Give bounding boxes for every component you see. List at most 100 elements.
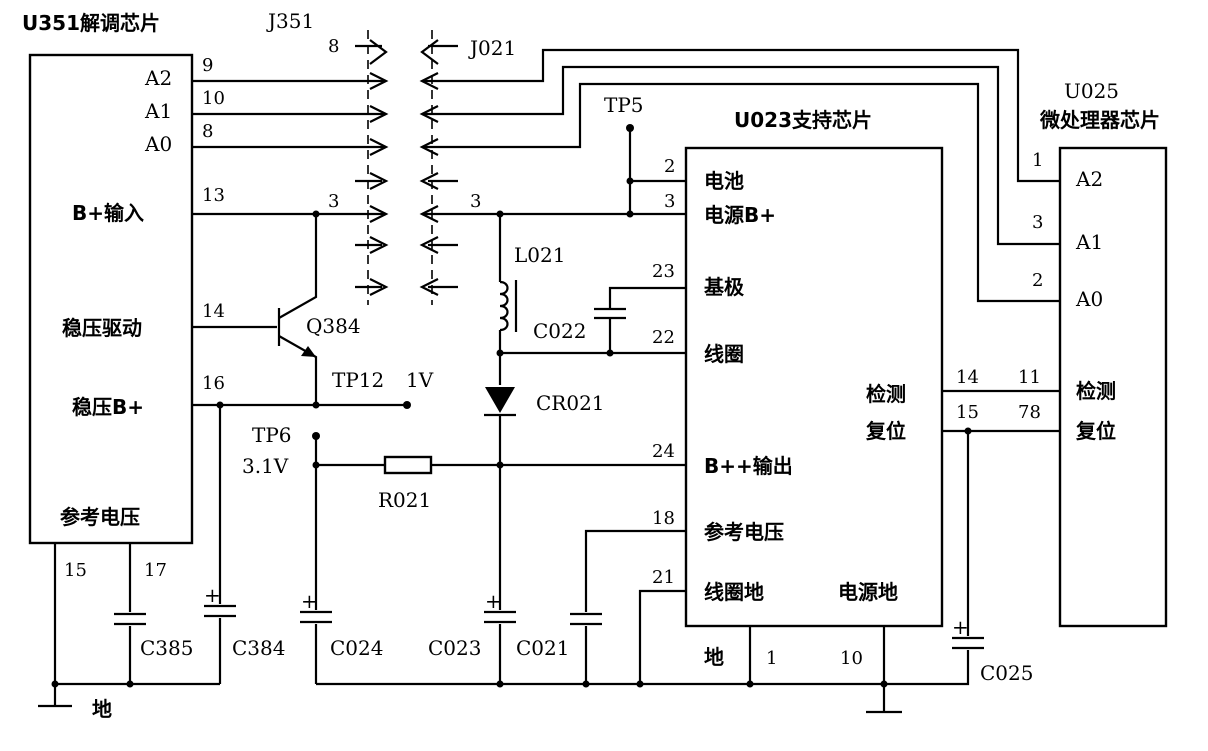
c025-capacitor	[884, 636, 984, 686]
connector-pin-3-left: 3	[328, 191, 339, 212]
c022-capacitor	[594, 286, 686, 353]
address-bus-wires	[192, 48, 1060, 303]
u023-pin-23: 23	[652, 261, 675, 282]
u351-label-a1: A1	[144, 99, 172, 123]
u025-label-reset: 复位	[1075, 419, 1116, 443]
junction-coil	[496, 349, 504, 357]
u023-label-power-ground: 电源地	[838, 580, 898, 604]
tp5-label: TP5	[604, 93, 644, 117]
c024-plus: +	[301, 589, 318, 613]
u025-pin-2: 2	[1032, 270, 1043, 291]
u351-pin-14: 14	[202, 301, 225, 322]
connector-j351-label: J351	[266, 9, 314, 33]
u023-label-reset: 复位	[865, 419, 906, 443]
ground-network: 地 C385 + C384 + C024 + C023	[38, 405, 902, 721]
u351-pin-15: 15	[64, 560, 87, 581]
u351-pin-10: 10	[202, 88, 225, 109]
u023-label-reference-voltage: 参考电压	[704, 520, 784, 544]
c021-label: C021	[516, 636, 569, 660]
tp12-terminal	[403, 401, 411, 409]
u025-pin-78: 78	[1018, 402, 1041, 423]
wire-coil-ground	[638, 589, 686, 684]
u351-pin-17: 17	[144, 560, 167, 581]
junction-tp5-power	[626, 210, 634, 218]
ground-label: 地	[92, 697, 112, 721]
wire-reference-voltage	[584, 529, 686, 612]
u351-label-a0: A0	[144, 132, 172, 156]
u023-label-battery: 电池	[704, 169, 744, 193]
c024-capacitor	[300, 610, 332, 684]
u023-pin-2: 2	[664, 156, 675, 177]
contact-row-5	[355, 172, 458, 190]
u023-pin-22: 22	[652, 327, 675, 348]
regulator-section: Q384 TP12 1V	[192, 210, 686, 409]
u351-body	[28, 53, 194, 545]
u023-label-power-b-plus: 电源B+	[704, 203, 776, 227]
wire-a2	[192, 48, 1060, 183]
u351-pin-16: 16	[202, 373, 225, 394]
junction-emitter	[312, 401, 320, 409]
u025-chip: U025 微处理器芯片 A2 A1 A0 检测 复位 1 3 2 11 78	[1018, 79, 1168, 628]
c023-plus: +	[485, 589, 502, 613]
u023-pin-10: 10	[840, 648, 863, 669]
q384-emitter	[278, 335, 318, 405]
u023-pin-1: 1	[766, 648, 777, 669]
junction-ground-c021	[582, 680, 590, 688]
connector-j021-label: J021	[468, 36, 516, 60]
contact-row-8	[355, 278, 458, 296]
u023-pin-14: 14	[956, 367, 979, 388]
contact-row-1	[355, 39, 458, 65]
u023-label-ground: 地	[704, 645, 724, 669]
u023-title: U023支持芯片	[734, 108, 872, 132]
c384-label: C384	[232, 636, 285, 660]
u025-label-detect: 检测	[1076, 379, 1116, 403]
u025-label-a2: A2	[1075, 167, 1103, 191]
u351-label-reference-voltage: 参考电压	[60, 505, 140, 529]
junction-tp5-battery	[626, 177, 634, 185]
boost-section: L021 C022 CR021 R021 TP6 3.1V	[242, 214, 686, 610]
u351-pin-13: 13	[202, 185, 225, 206]
u023-body	[684, 146, 944, 628]
junction-ground-left	[51, 680, 59, 688]
u025-body	[1058, 146, 1168, 628]
u351-pin-8: 8	[202, 121, 213, 142]
u023-label-base: 基极	[704, 275, 745, 299]
c385-label: C385	[140, 636, 193, 660]
q384-collector	[278, 214, 318, 319]
wire-coil	[498, 330, 686, 385]
c384-capacitor	[204, 405, 236, 684]
wire-a1	[192, 65, 1060, 246]
u351-title: U351解调芯片	[22, 11, 160, 35]
u351-label-regulated-b-plus: 稳压B+	[72, 395, 144, 419]
u025-pin-3: 3	[1032, 212, 1043, 233]
c021-capacitor	[570, 612, 602, 684]
tp5-lead	[628, 128, 686, 214]
u023-chip: U023支持芯片 电池 电源B+ 基极 线圈 检测 复位 B++输出 参考电压 …	[652, 108, 979, 669]
junction-tp6	[312, 461, 320, 469]
u023-pin-24: 24	[652, 441, 675, 462]
c384-plus: +	[204, 583, 221, 607]
cr021-diode-body	[485, 387, 515, 413]
u351-label-b-plus-input: B+输入	[72, 201, 144, 225]
connector-pin-8: 8	[328, 36, 339, 57]
c022-label: C022	[533, 319, 586, 343]
u351-pin-9: 9	[202, 55, 213, 76]
junction-ground-c385	[126, 680, 134, 688]
cr021-label: CR021	[536, 391, 605, 415]
tp6-voltage: 3.1V	[242, 454, 289, 478]
u025-pin-11: 11	[1018, 367, 1041, 388]
contact-row-7	[355, 236, 458, 254]
u023-label-detect: 检测	[866, 382, 906, 406]
u023-label-coil-ground: 线圈地	[704, 580, 764, 604]
connector-pin-3-right: 3	[470, 191, 481, 212]
u351-chip: U351解调芯片 A2 A1 A0 B+输入 稳压驱动 稳压B+ 参考电压 9 …	[22, 11, 225, 581]
c023-label: C023	[428, 636, 481, 660]
tp6-label: TP6	[252, 423, 292, 447]
r021-label: R021	[378, 488, 431, 512]
c385-capacitor	[114, 543, 146, 684]
u023-pin-18: 18	[652, 508, 675, 529]
u351-label-a2: A2	[144, 66, 172, 90]
junction-ground-c023	[496, 680, 504, 688]
u023-pin-15: 15	[956, 402, 979, 423]
c025-plus: +	[952, 615, 969, 639]
